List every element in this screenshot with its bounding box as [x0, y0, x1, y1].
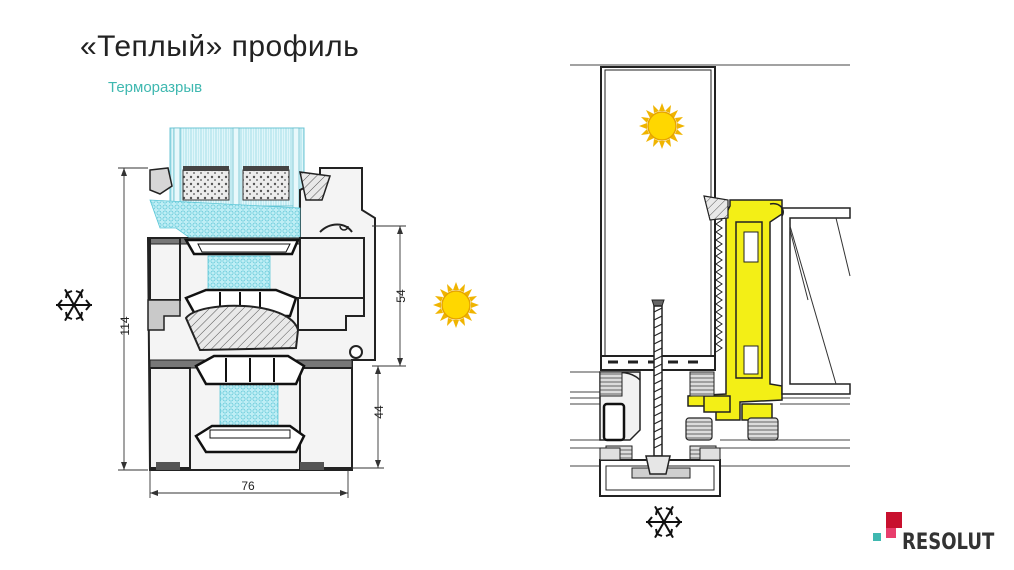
inner-gasket: [299, 171, 331, 201]
outer-gasket: [149, 167, 173, 195]
dimension-76: 76: [241, 479, 255, 493]
window-profile-section: 114 54 44 76: [118, 127, 408, 498]
corner-seal: [349, 345, 363, 359]
spacer-desiccant: [242, 169, 290, 201]
sun-icon: [433, 282, 479, 328]
spacer-bar: [243, 166, 289, 171]
infill-panel: [781, 207, 851, 395]
logo-text: RESOLUT: [902, 530, 995, 555]
facade-profile-section: [570, 64, 851, 497]
thermal-break-strip: [194, 424, 306, 454]
dimension-lines: [118, 167, 406, 498]
page-subtitle: Терморазрыв: [108, 79, 203, 96]
dimension-114: 114: [118, 316, 132, 335]
screw: [645, 299, 671, 475]
dimension-44: 44: [372, 405, 386, 419]
snowflake-icon: [646, 505, 682, 539]
gasket-left: [602, 402, 626, 442]
dimension-54: 54: [394, 289, 408, 303]
sun-icon: [639, 103, 685, 149]
snowflake-icon: [56, 288, 92, 322]
logo-mark: [873, 512, 902, 541]
spacer-desiccant: [182, 169, 230, 201]
spacer-bar: [183, 166, 229, 171]
sash-gasket: [184, 304, 300, 352]
page-title: «Теплый» профиль: [80, 30, 360, 63]
